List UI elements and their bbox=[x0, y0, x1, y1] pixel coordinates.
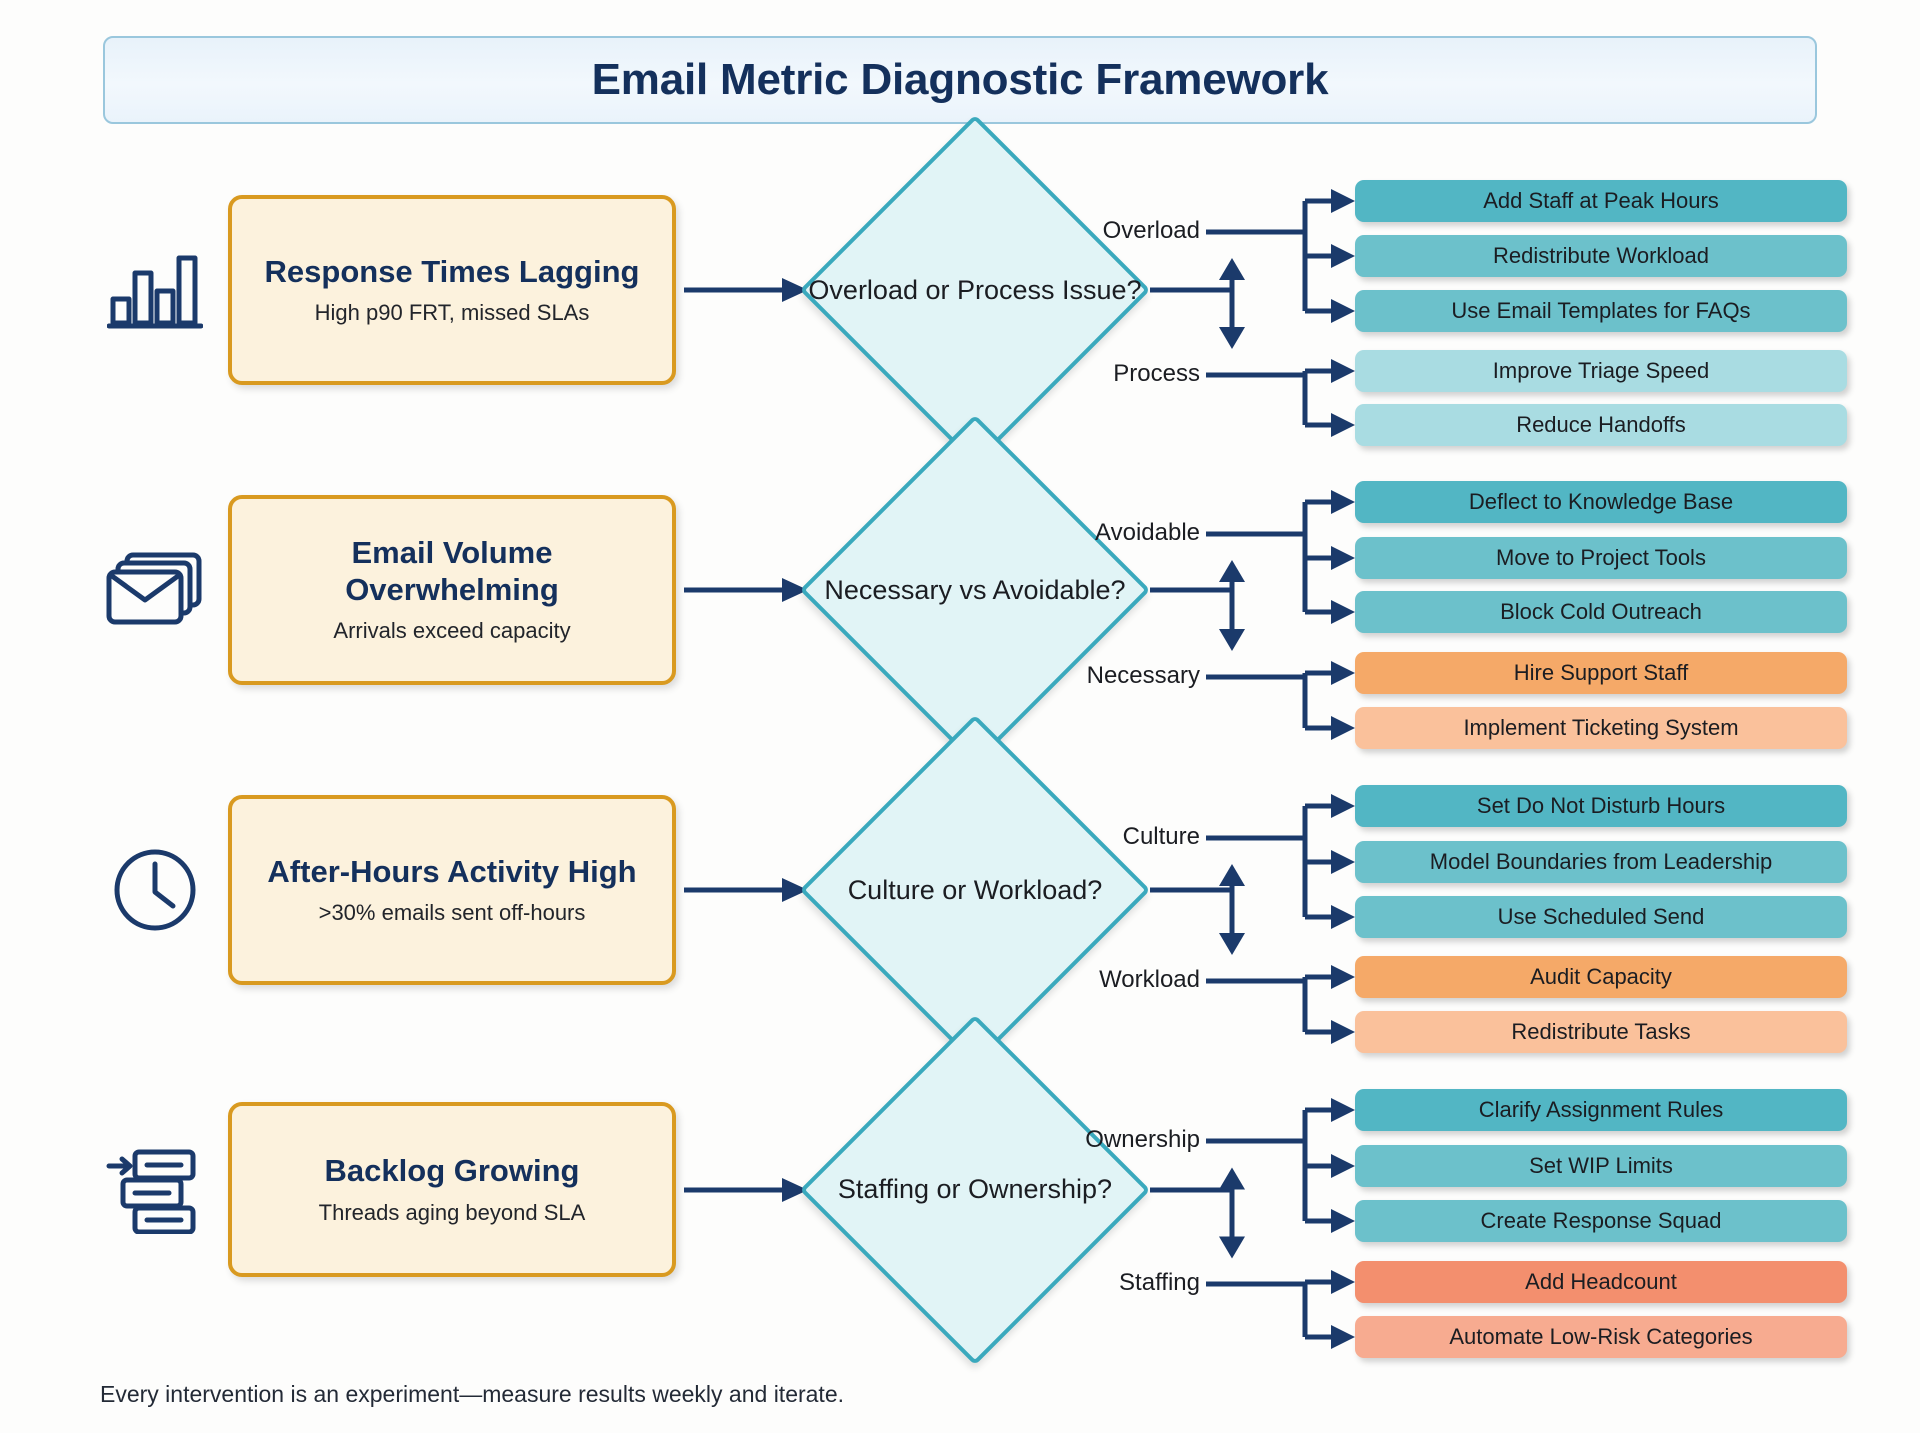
decision-branch-connector bbox=[1150, 1167, 1245, 1258]
branch-fanout-connector bbox=[1206, 661, 1355, 740]
action-pill[interactable]: Use Email Templates for FAQs bbox=[1355, 290, 1847, 332]
card-to-decision-arrow bbox=[684, 578, 808, 602]
branch-label: Avoidable bbox=[1095, 519, 1200, 546]
decision-label: Staffing or Ownership? bbox=[837, 1174, 1113, 1205]
branch-fanout-connector bbox=[1206, 1270, 1355, 1349]
action-pill[interactable]: Set Do Not Disturb Hours bbox=[1355, 785, 1847, 827]
problem-subtitle: Threads aging beyond SLA bbox=[318, 1199, 586, 1225]
problem-subtitle: High p90 FRT, missed SLAs bbox=[314, 300, 590, 326]
diagnostic-row: After-Hours Activity High >30% emails sen… bbox=[0, 714, 1920, 1066]
branch-fanout-connector bbox=[1206, 1098, 1355, 1233]
decision-branch-connector bbox=[1150, 560, 1245, 651]
branch-label: Overload bbox=[1102, 217, 1200, 244]
branch-label: Workload bbox=[1099, 966, 1200, 993]
decision-diamond[interactable]: Overload or Process Issue? bbox=[799, 114, 1151, 466]
branch-fanout-connector bbox=[1206, 490, 1355, 624]
action-pill[interactable]: Automate Low-Risk Categories bbox=[1355, 1316, 1847, 1358]
action-pill[interactable]: Use Scheduled Send bbox=[1355, 896, 1847, 938]
action-pill[interactable]: Create Response Squad bbox=[1355, 1200, 1847, 1242]
decision-branch-connector bbox=[1150, 258, 1245, 349]
action-pill[interactable]: Set WIP Limits bbox=[1355, 1145, 1847, 1187]
bar-chart-icon bbox=[95, 235, 215, 345]
branch-label: Ownership bbox=[1085, 1126, 1200, 1153]
action-pill[interactable]: Model Boundaries from Leadership bbox=[1355, 841, 1847, 883]
clock-icon bbox=[95, 835, 215, 945]
action-pill[interactable]: Improve Triage Speed bbox=[1355, 350, 1847, 392]
branch-fanout-connector bbox=[1206, 965, 1355, 1044]
decision-diamond[interactable]: Staffing or Ownership? bbox=[799, 1014, 1151, 1365]
title-banner: Email Metric Diagnostic Framework bbox=[103, 36, 1817, 124]
problem-title: After-Hours Activity High bbox=[267, 853, 637, 889]
action-pill[interactable]: Redistribute Tasks bbox=[1355, 1011, 1847, 1053]
action-pill[interactable]: Add Headcount bbox=[1355, 1261, 1847, 1303]
branch-label: Process bbox=[1113, 360, 1200, 387]
branch-label: Necessary bbox=[1086, 662, 1200, 689]
decision-branch-connector bbox=[1150, 864, 1245, 955]
card-to-decision-arrow bbox=[684, 878, 808, 902]
action-pill[interactable]: Add Staff at Peak Hours bbox=[1355, 180, 1847, 222]
problem-card[interactable]: After-Hours Activity High >30% emails sen… bbox=[228, 795, 676, 985]
action-pill[interactable]: Audit Capacity bbox=[1355, 956, 1847, 998]
problem-title: Backlog Growing bbox=[324, 1153, 580, 1189]
problem-title: Response Times Lagging bbox=[264, 253, 640, 289]
action-pill[interactable]: Deflect to Knowledge Base bbox=[1355, 481, 1847, 523]
branch-label: Culture bbox=[1122, 823, 1200, 850]
branch-fanout-connector bbox=[1206, 189, 1355, 323]
decision-label: Culture or Workload? bbox=[847, 874, 1103, 905]
card-to-decision-arrow bbox=[684, 278, 808, 302]
decision-label: Necessary vs Avoidable? bbox=[824, 574, 1126, 605]
problem-subtitle: Arrivals exceed capacity bbox=[333, 618, 571, 644]
problem-title: Email Volume Overwhelming bbox=[345, 535, 559, 607]
branch-fanout-connector bbox=[1206, 794, 1355, 929]
branch-fanout-connector bbox=[1206, 359, 1355, 437]
branch-label: Staffing bbox=[1119, 1269, 1200, 1296]
backlog-stack-icon bbox=[95, 1135, 215, 1245]
action-pill[interactable]: Hire Support Staff bbox=[1355, 652, 1847, 694]
decision-diamond[interactable]: Culture or Workload? bbox=[799, 714, 1151, 1066]
footer-note: Every intervention is an experiment—meas… bbox=[100, 1381, 845, 1407]
problem-subtitle: >30% emails sent off-hours bbox=[318, 900, 586, 926]
action-pill[interactable]: Redistribute Workload bbox=[1355, 235, 1847, 277]
card-to-decision-arrow bbox=[684, 1177, 808, 1202]
action-pill[interactable]: Reduce Handoffs bbox=[1355, 404, 1847, 446]
decision-diamond[interactable]: Necessary vs Avoidable? bbox=[799, 414, 1151, 766]
action-pill[interactable]: Implement Ticketing System bbox=[1355, 707, 1847, 749]
page-title: Email Metric Diagnostic Framework bbox=[591, 55, 1329, 104]
action-pill[interactable]: Block Cold Outreach bbox=[1355, 591, 1847, 633]
decision-label: Overload or Process Issue? bbox=[808, 274, 1142, 305]
envelopes-icon bbox=[95, 535, 215, 645]
action-pill[interactable]: Move to Project Tools bbox=[1355, 537, 1847, 579]
action-pill[interactable]: Clarify Assignment Rules bbox=[1355, 1089, 1847, 1131]
